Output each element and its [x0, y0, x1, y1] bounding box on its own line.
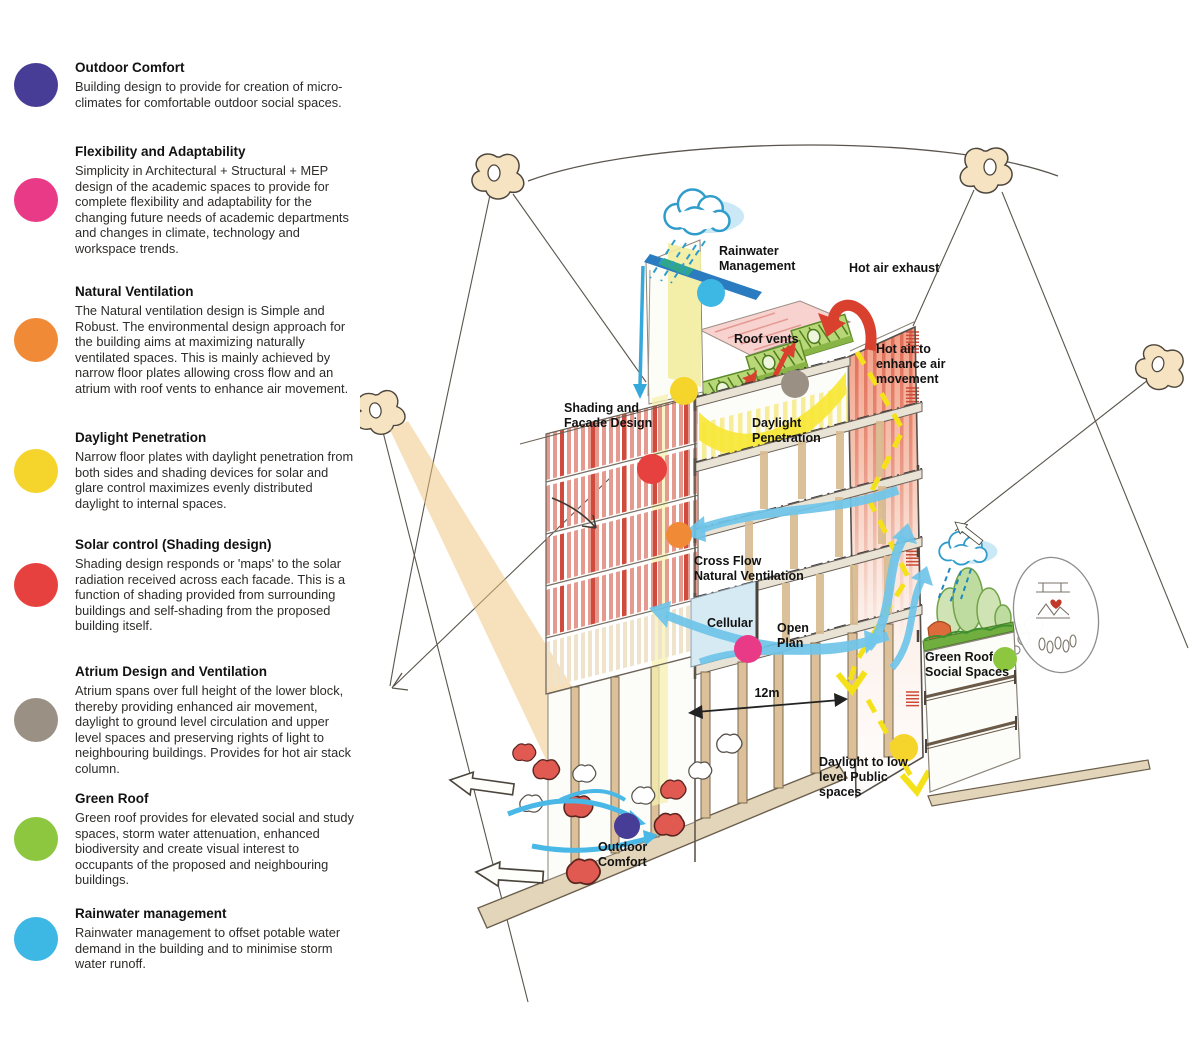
- thought-bubble: [1011, 556, 1100, 674]
- label-dimension-12m: 12m: [754, 686, 780, 700]
- label-cross-flow-ventilation: Cross Flow Natural Ventilation: [694, 554, 804, 583]
- legend-title: Outdoor Comfort: [75, 60, 185, 75]
- flexibility-dot-icon: [14, 178, 58, 223]
- lower-tower-floors: [923, 631, 1021, 793]
- marker-daylight-top: [670, 377, 698, 405]
- legend-item-outdoor-comfort: Outdoor Comfort Building design to provi…: [14, 60, 358, 110]
- label-daylight-low-level: Daylight to low level Public spaces: [819, 755, 908, 799]
- legend-title: Solar control (Shading design): [75, 537, 272, 552]
- rainwater-catchment: [633, 239, 762, 405]
- legend-body: Green roof provides for elevated social …: [75, 810, 354, 888]
- marker-flexibility: [734, 635, 762, 663]
- legend-title: Green Roof: [75, 791, 149, 806]
- legend-item-natural-ventilation: Natural Ventilation The Natural ventilat…: [14, 284, 358, 397]
- marker-solar-control: [637, 454, 667, 484]
- legend-item-atrium: Atrium Design and Ventilation Atrium spa…: [14, 664, 358, 777]
- marker-natural-ventilation: [666, 522, 692, 548]
- label-roof-vents: Roof vents: [734, 332, 799, 346]
- atrium-dot-icon: [14, 698, 58, 743]
- marker-green-roof: [993, 647, 1017, 671]
- rain-cloud-small-icon: [937, 530, 999, 604]
- label-daylight-penetration: Daylight Penetration: [752, 416, 821, 445]
- marker-rainwater: [697, 279, 725, 307]
- label-green-roof-social: Green Roof Social Spaces: [925, 650, 1010, 679]
- label-cellular: Cellular: [707, 616, 753, 630]
- legend-body: Atrium spans over full height of the low…: [75, 683, 352, 776]
- legend-body: Narrow floor plates with daylight penetr…: [75, 449, 354, 511]
- green-roof: [922, 567, 1015, 652]
- label-hot-air-exhaust: Hot air exhaust: [849, 261, 940, 275]
- legend-title: Rainwater management: [75, 906, 227, 921]
- legend-title: Atrium Design and Ventilation: [75, 664, 268, 679]
- legend-item-daylight-penetration: Daylight Penetration Narrow floor plates…: [14, 430, 358, 511]
- legend-title: Flexibility and Adaptability: [75, 144, 246, 159]
- legend-item-rainwater: Rainwater management Rainwater managemen…: [14, 906, 358, 972]
- daylight-dot-icon: [14, 448, 58, 493]
- legend-body: The Natural ventilation design is Simple…: [75, 303, 349, 396]
- marker-daylight-low: [890, 734, 918, 762]
- outdoor-comfort-dot-icon: [14, 63, 58, 108]
- marker-atrium: [781, 370, 809, 398]
- legend-body: Building design to provide for creation …: [75, 79, 343, 110]
- pilotis-columns: [700, 623, 894, 819]
- solar-control-dot-icon: [14, 563, 58, 608]
- legend-item-flexibility: Flexibility and Adaptability Simplicity …: [14, 144, 358, 257]
- label-rainwater-management: Rainwater Management: [719, 244, 796, 273]
- rainwater-dot-icon: [14, 916, 58, 961]
- legend-title: Natural Ventilation: [75, 284, 194, 299]
- legend-body: Rainwater management to offset potable w…: [75, 925, 341, 972]
- rain-cloud-icon: [649, 188, 746, 284]
- strategy-markers: [614, 279, 1017, 839]
- building-sketch: [360, 144, 1191, 1003]
- legend-title: Daylight Penetration: [75, 430, 207, 445]
- daylight-shaft-path: [835, 350, 932, 798]
- legend-item-green-roof: Green Roof Green roof provides for eleva…: [14, 791, 358, 888]
- label-shading-facade-design: Shading and Facade Design: [564, 401, 653, 430]
- legend-body: Shading design responds or 'maps' to the…: [75, 556, 346, 634]
- label-outdoor-comfort: Outdoor Comfort: [598, 840, 648, 869]
- wind-arrow: [474, 859, 545, 891]
- label-hot-air-enhance: Hot air to enhance air movement: [876, 342, 946, 386]
- legend-item-solar-control: Solar control (Shading design) Shading d…: [14, 537, 358, 634]
- natural-ventilation-dot-icon: [14, 318, 58, 363]
- cross-flow-arrowheads: [649, 516, 933, 654]
- dimension-12m-arrow: [688, 693, 848, 719]
- ground: [477, 759, 1151, 929]
- wind-arrow: [447, 768, 516, 802]
- legend-body: Simplicity in Architectural + Structural…: [75, 163, 349, 256]
- green-roof-dot-icon: [14, 817, 58, 862]
- label-open-plan: Open Plan: [777, 621, 809, 650]
- marker-outdoor-comfort: [614, 813, 640, 839]
